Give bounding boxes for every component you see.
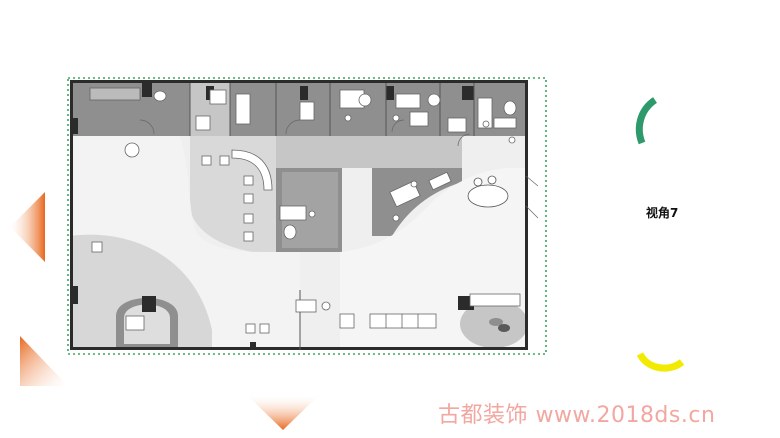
corridor bbox=[276, 136, 462, 168]
round-table bbox=[467, 184, 509, 208]
yellow-arc-icon bbox=[636, 352, 685, 372]
view-arrow-left-icon bbox=[10, 192, 45, 262]
stool-2 bbox=[487, 175, 497, 185]
view-arrow-corner-icon bbox=[20, 336, 68, 386]
view-label: 视角7 bbox=[646, 206, 679, 220]
walls bbox=[70, 80, 528, 350]
view-arrow-down-icon bbox=[248, 396, 318, 430]
furniture-center bbox=[279, 171, 452, 240]
round-room-inner bbox=[124, 304, 170, 344]
site-boundary bbox=[67, 77, 547, 355]
green-arc-icon bbox=[635, 97, 658, 145]
door-swings bbox=[139, 119, 539, 219]
furniture-top bbox=[153, 89, 517, 144]
lounge-seats bbox=[91, 142, 273, 253]
furniture-bottom bbox=[89, 87, 521, 334]
oval-table-1 bbox=[489, 318, 503, 326]
watermark-text: 古都装饰 www.2018ds.cn bbox=[438, 403, 716, 428]
oval-table-2 bbox=[498, 324, 510, 332]
stool-1 bbox=[473, 177, 483, 187]
floor-plan bbox=[67, 77, 547, 355]
